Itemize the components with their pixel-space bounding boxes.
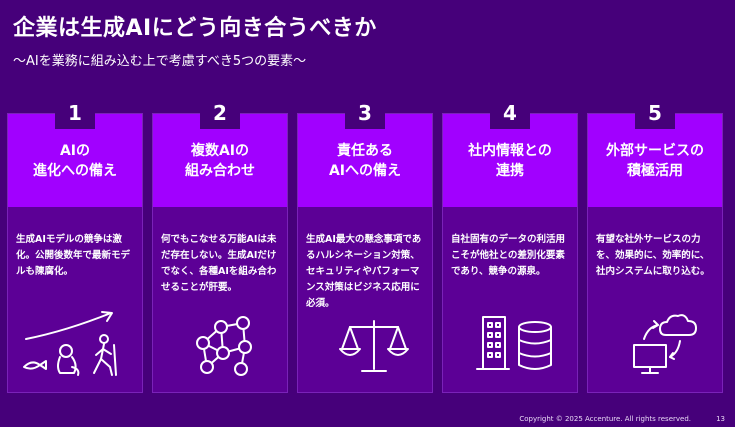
cloud-monitor-icon (588, 309, 724, 384)
scale-icon (298, 309, 434, 384)
page-number: 13 (716, 415, 725, 423)
card-number: 3 (345, 97, 385, 129)
card-number: 4 (490, 97, 530, 129)
card-heading: 社内情報との 連携 (443, 114, 577, 207)
card-body-text: 生成AIモデルの競争は激化。公開後数年で最新モデルも陳腐化。 (16, 234, 131, 277)
card-1: AIの 進化への備え 1 生成AIモデルの競争は激化。公開後数年で最新モデルも陳… (7, 97, 144, 393)
card-body-text: 何でもこなせる万能AIは未だ存在しない。生成AIだけでなく、各種AIを組み合わせ… (161, 234, 277, 293)
card-heading: 複数AIの 組み合わせ (153, 114, 287, 207)
card-body-text: 有望な社外サービスの力を、効果的に、効率的に、社内システムに取り込む。 (596, 234, 710, 277)
card-4: 社内情報との 連携 4 自社固有のデータの利活用こそが他社との差別化要素であり、… (442, 97, 579, 393)
slide-subtitle: ～AIを業務に組み込む上で考慮すべき5つの要素～ (13, 54, 307, 69)
card-body-text: 自社固有のデータの利活用こそが他社との差別化要素であり、競争の源泉。 (451, 234, 566, 277)
card-number: 1 (55, 97, 95, 129)
card-heading: 外部サービスの 積極活用 (588, 114, 722, 207)
slide-title: 企業は生成AIにどう向き合うべきか (13, 16, 377, 41)
copyright-text: Copyright © 2025 Accenture. All rights r… (519, 415, 691, 423)
evolution-icon (8, 309, 144, 384)
card-number: 5 (635, 97, 675, 129)
card-number: 2 (200, 97, 240, 129)
card-heading: AIの 進化への備え (8, 114, 142, 207)
network-icon (153, 309, 289, 384)
card-body-text: 生成AI最大の懸念事項であるハルシネーション対策、セキュリティやパフォーマンス対… (306, 234, 422, 309)
card-2: 複数AIの 組み合わせ 2 何でもこなせる万能AIは未だ存在しない。生成AIだけ… (152, 97, 289, 393)
card-3: 責任ある AIへの備え 3 生成AI最大の懸念事項であるハルシネーション対策、セ… (297, 97, 434, 393)
building-database-icon (443, 309, 579, 384)
card-heading: 責任ある AIへの備え (298, 114, 432, 207)
card-5: 外部サービスの 積極活用 5 有望な社外サービスの力を、効果的に、効率的に、社内… (587, 97, 724, 393)
